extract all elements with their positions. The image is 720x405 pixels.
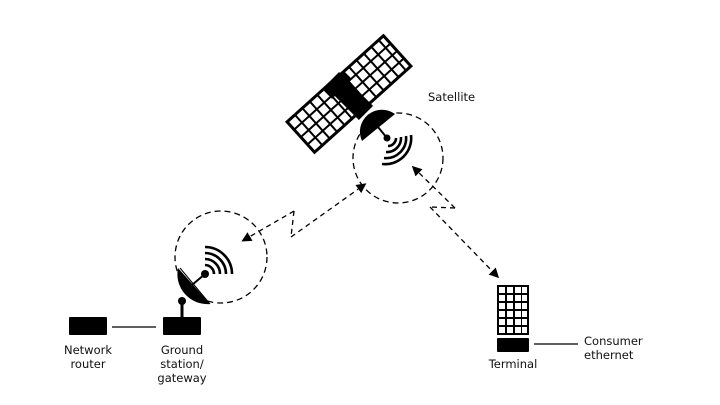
consumer-ethernet-label-line: ethernet: [584, 348, 634, 362]
satellite-dish-icon: [359, 109, 395, 141]
ground-coverage-circle: [174, 210, 268, 304]
ground-signal-waves-icon: [204, 245, 234, 275]
satellite-coverage-circle: [352, 112, 444, 204]
satellite-signal-waves-icon: [381, 134, 413, 166]
router-box-icon: [69, 317, 107, 335]
satellite-icon: [284, 33, 414, 166]
ground-satellite-link: [241, 183, 367, 242]
satellite-body-icon: [323, 70, 374, 121]
consumer-ethernet-label-line: Consumer: [584, 334, 643, 348]
network-router-label-line: Network: [63, 343, 113, 357]
satellite-terminal-link: [411, 165, 500, 279]
solar-panel-right-icon: [338, 33, 414, 107]
ground-station-label-line: gateway: [157, 371, 207, 385]
satellite-label: Satellite: [428, 90, 476, 104]
ground-station-label-line: station/: [160, 357, 204, 371]
ground-station-box: [163, 317, 201, 335]
consumer-ethernet-label: Consumer ethernet: [584, 334, 643, 362]
terminal-box: [497, 338, 529, 352]
terminal-label: Terminal: [488, 357, 538, 371]
network-router-label-line: router: [70, 357, 106, 371]
ground-station-label-line: Ground: [160, 343, 204, 357]
ground-station-label: Ground station/ gateway: [146, 343, 218, 385]
terminal-panel-icon: [497, 285, 529, 335]
ground-dish-icon: [177, 245, 234, 318]
network-router-label: Network router: [52, 343, 124, 371]
